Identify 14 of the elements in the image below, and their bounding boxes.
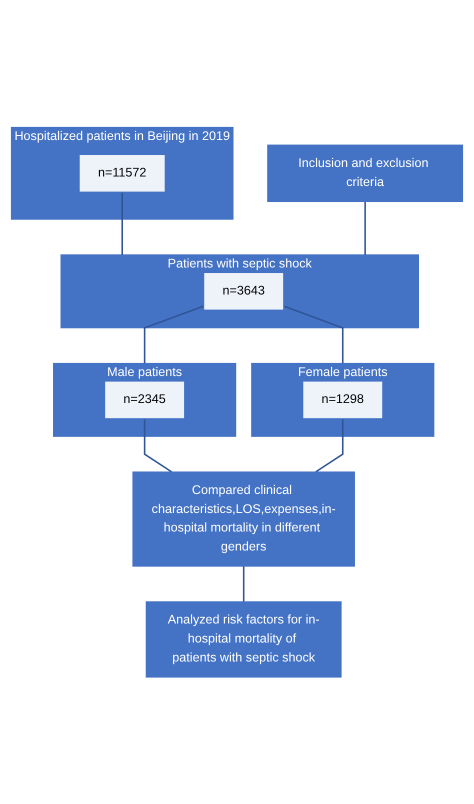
node-box: n=11572	[78, 154, 166, 193]
node-box: Analyzed risk factors for in-hospital mortality of patients with septic shock	[146, 601, 342, 678]
connector	[283, 305, 344, 364]
connector	[364, 201, 366, 254]
connector	[315, 418, 344, 472]
node-box: n=1298	[302, 380, 384, 420]
connector	[121, 192, 123, 254]
connector	[144, 418, 172, 472]
node-box: Compared clinical characteristics,LOS,expenses,in-hospital mortality in different genders	[132, 471, 355, 566]
node-box: Inclusion and exclusion criteria	[267, 144, 464, 202]
connector	[144, 305, 204, 364]
node-box: n=2345	[104, 380, 186, 420]
connector	[242, 566, 244, 602]
node-box: n=3643	[203, 272, 284, 311]
